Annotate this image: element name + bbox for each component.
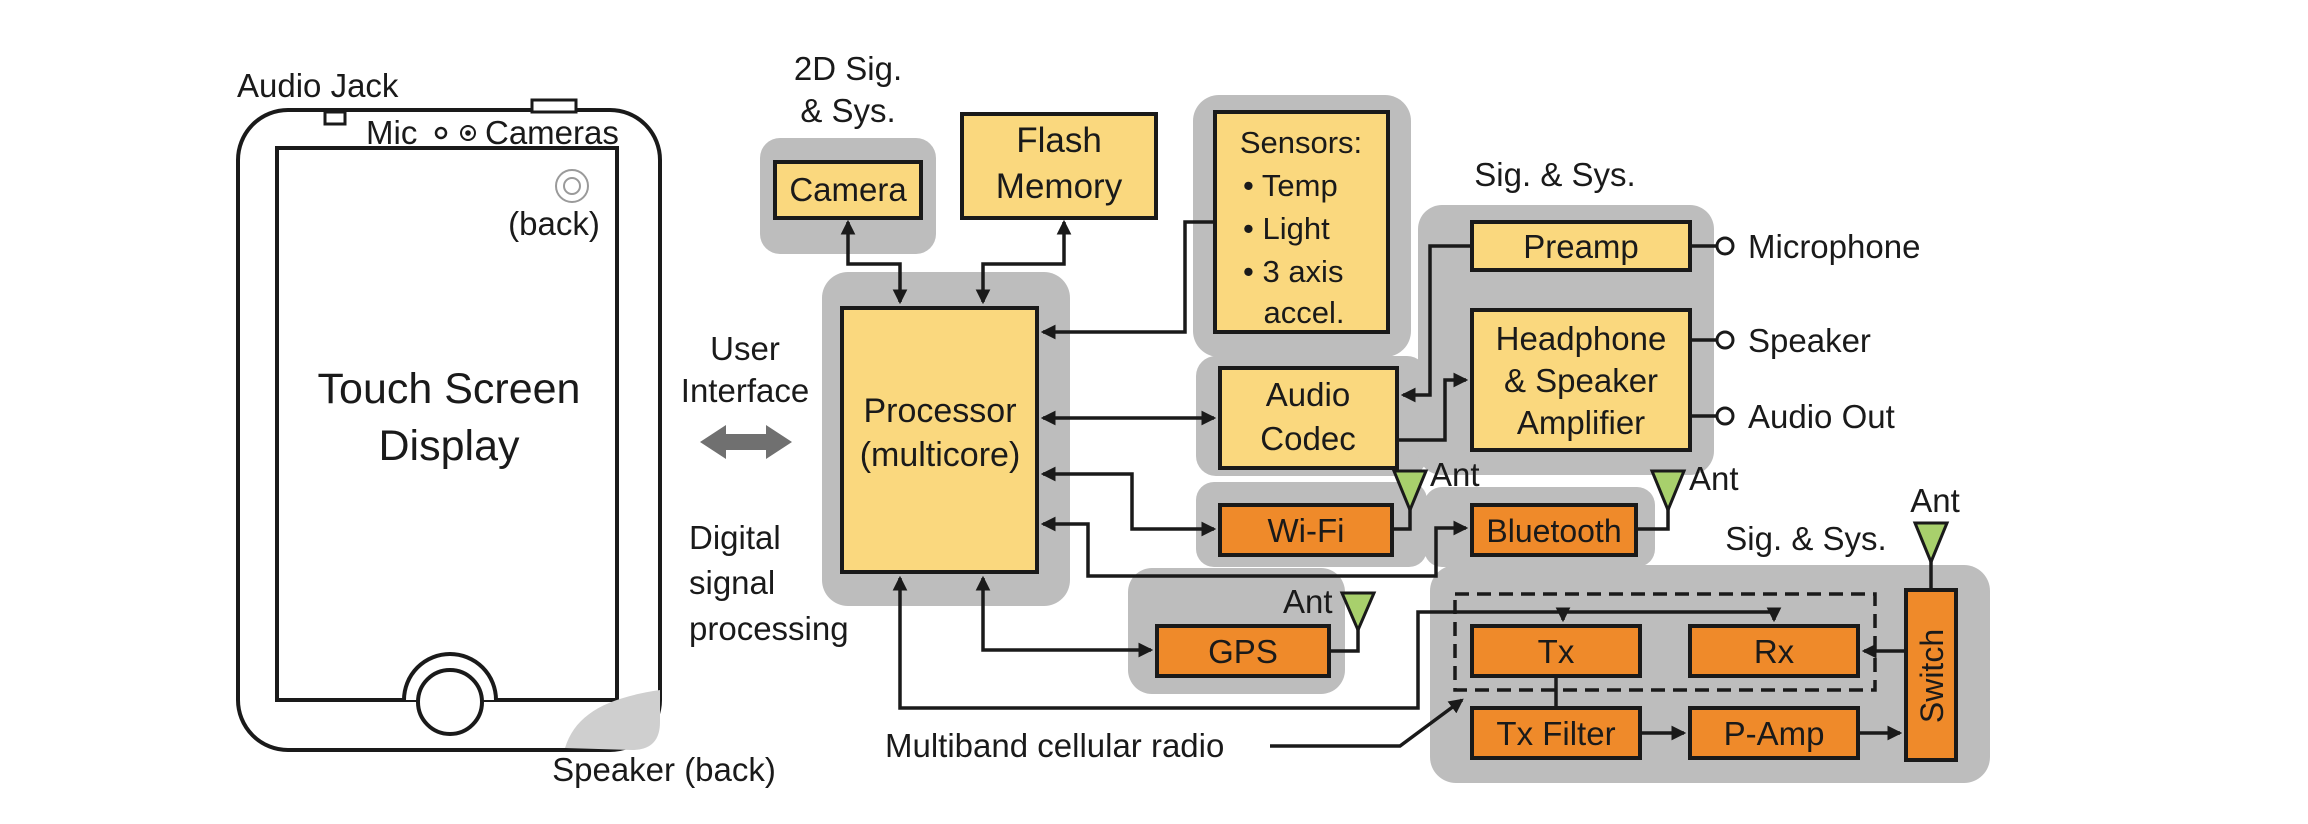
microphone-terminal — [1715, 236, 1735, 256]
flash-memory-block: Flash Memory — [960, 112, 1158, 220]
mic-label: Mic — [366, 114, 417, 151]
camera-block: Camera — [773, 160, 923, 220]
audio-codec-block: Audio Codec — [1218, 366, 1399, 470]
flash-memory-label-2: Memory — [996, 167, 1123, 206]
touch-screen — [275, 146, 619, 702]
processor-label-1: Processor — [863, 392, 1016, 430]
link-sensors-processor — [1040, 220, 1215, 340]
user-interface-label-2: Interface — [681, 372, 809, 409]
screen-title-line1: Touch Screen — [318, 365, 581, 413]
audio-codec-label-1: Audio — [1266, 376, 1350, 413]
user-interface-double-arrow — [700, 425, 792, 459]
dsp-label-3: processing — [689, 610, 849, 647]
back-camera-label: (back) — [508, 205, 600, 242]
phone-outline — [236, 98, 662, 752]
bluetooth-antenna-stem — [1636, 508, 1670, 531]
radio-sigsys-label: Sig. & Sys. — [1725, 520, 1886, 557]
gps-label: GPS — [1208, 633, 1278, 670]
preamp-block: Preamp — [1470, 220, 1692, 272]
link-preamp-codec — [1400, 244, 1472, 403]
front-camera-icon — [460, 125, 476, 141]
bluetooth-antenna-icon — [1649, 469, 1687, 514]
wifi-block: Wi-Fi — [1218, 503, 1394, 557]
antennas — [1339, 469, 1950, 634]
wifi-label: Wi-Fi — [1268, 512, 1345, 549]
sensors-title: Sensors: — [1240, 125, 1362, 160]
gps-block: GPS — [1155, 624, 1331, 678]
sensor-light: • Light — [1243, 211, 1330, 246]
camera-block-label: Camera — [789, 171, 907, 208]
processor-block: Processor (multicore) — [840, 306, 1039, 574]
sensors-block: Sensors: • Temp • Light • 3 axis accel. — [1213, 110, 1390, 334]
camera-sigsys-label-1: 2D Sig. — [794, 50, 902, 87]
audio-jack-label: Audio Jack — [237, 67, 399, 104]
cameras-label: Cameras — [485, 114, 619, 151]
tx-filter-block: Tx Filter — [1470, 706, 1642, 760]
rx-block: Rx — [1688, 624, 1860, 678]
amplifier-label-2: & Speaker — [1504, 362, 1658, 399]
wifi-ant-label: Ant — [1430, 456, 1480, 493]
wifi-antenna-icon — [1391, 469, 1429, 514]
speaker-label: Speaker — [1748, 322, 1871, 359]
audio-codec-label-2: Codec — [1260, 420, 1355, 457]
sensor-accel-2: accel. — [1264, 295, 1345, 330]
amplifier-block: Headphone & Speaker Amplifier — [1470, 308, 1692, 452]
audio-out-label: Audio Out — [1748, 398, 1895, 435]
audio-jack-port — [323, 110, 347, 126]
speaker-terminal — [1715, 330, 1735, 350]
switch-block: Switch — [1904, 588, 1958, 762]
processor-label-2: (multicore) — [860, 436, 1021, 474]
flash-memory-label-1: Flash — [1016, 121, 1102, 160]
preamp-label: Preamp — [1523, 228, 1639, 265]
sensor-temp: • Temp — [1243, 168, 1338, 203]
wifi-antenna-stem — [1392, 508, 1412, 531]
amplifier-label-1: Headphone — [1496, 320, 1667, 357]
screen-title-line2: Display — [379, 422, 520, 470]
gps-antenna-icon — [1339, 591, 1377, 634]
dsp-label-2: signal — [689, 564, 775, 601]
amplifier-label-3: Amplifier — [1517, 404, 1645, 441]
camera-sigsys-label-2: & Sys. — [800, 92, 895, 129]
speaker-back-shading — [565, 690, 660, 750]
multiband-pointer — [1270, 698, 1464, 748]
link-codec-amplifier — [1397, 372, 1469, 442]
bluetooth-label: Bluetooth — [1486, 513, 1621, 549]
home-button — [416, 668, 484, 736]
back-camera-icon — [555, 169, 589, 203]
tx-filter-label: Tx Filter — [1496, 715, 1615, 752]
switch-label: Switch — [1914, 629, 1950, 723]
multiband-label: Multiband cellular radio — [885, 727, 1224, 764]
link-flash-processor — [975, 219, 1072, 305]
speaker-back-label: Speaker (back) — [552, 751, 776, 788]
transceiver-dashed-box — [1453, 592, 1877, 692]
gps-antenna-stem — [1329, 628, 1360, 653]
switch-ant-label: Ant — [1910, 482, 1960, 519]
mic-dot — [434, 126, 448, 140]
microphone-label: Microphone — [1748, 228, 1920, 265]
tx-block: Tx — [1470, 624, 1642, 678]
p-amp-label: P-Amp — [1724, 715, 1825, 752]
audio-sigsys-label: Sig. & Sys. — [1474, 156, 1635, 193]
sensor-accel-1: • 3 axis — [1243, 254, 1343, 289]
bluetooth-ant-label: Ant — [1689, 460, 1739, 497]
rx-label: Rx — [1754, 633, 1795, 670]
switch-antenna-icon — [1912, 521, 1950, 566]
port-terminals — [1715, 236, 1735, 426]
user-interface-label-1: User — [710, 330, 780, 367]
p-amp-block: P-Amp — [1688, 706, 1860, 760]
dsp-label-1: Digital — [689, 519, 781, 556]
link-camera-processor — [840, 219, 908, 305]
audio-out-terminal — [1715, 406, 1735, 426]
tx-label: Tx — [1538, 633, 1575, 670]
top-button — [530, 98, 578, 114]
bluetooth-block: Bluetooth — [1470, 503, 1638, 557]
link-radio-rx-branch — [1563, 607, 1782, 623]
gps-ant-label: Ant — [1283, 583, 1333, 620]
